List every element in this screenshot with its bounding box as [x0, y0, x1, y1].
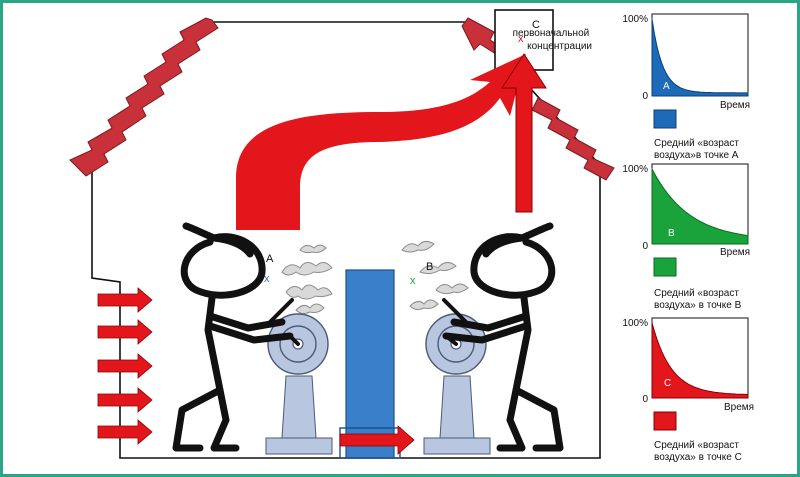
inlet-arrows — [97, 287, 153, 445]
inlet-arrow — [97, 419, 153, 445]
chart-b-y-bottom: 0 — [642, 241, 648, 252]
floor-arrow — [339, 425, 415, 455]
chart-b-curve — [651, 168, 749, 245]
chart-b-y-top: 100% — [622, 164, 648, 175]
smoke-cloud-left — [281, 244, 333, 315]
y-axis-title-line1: первоначальной — [513, 28, 590, 39]
point-a-marker: x — [264, 273, 270, 285]
chart-b-x-label: Время — [720, 247, 750, 258]
inlet-arrow — [97, 287, 153, 313]
point-c-label: C — [532, 19, 540, 31]
chart-c-caption-line1: Средний «возраст — [654, 440, 739, 451]
inlet-arrow — [97, 387, 153, 413]
chart-b-legend-swatch — [653, 257, 677, 277]
y-axis-title-line2: концентрации — [527, 41, 592, 52]
smoke-cloud-right — [401, 240, 469, 311]
chart-b-caption-line2: воздуха» в точке B — [654, 300, 742, 311]
point-b-label: B — [426, 261, 433, 273]
point-c-marker: x — [518, 33, 524, 45]
chart-c-curve-label: C — [664, 378, 671, 389]
airflow-curved-arrow — [236, 54, 526, 230]
chart-a-y-top: 100% — [622, 14, 648, 25]
chart-c-curve — [651, 322, 749, 399]
roof-tiles-left — [69, 17, 219, 177]
chart-b-curve-label: B — [668, 228, 675, 239]
chart-c-caption: Средний «возраст воздуха» в точке C — [654, 440, 742, 463]
chart-c-x-label: Время — [724, 402, 754, 413]
chart-c-caption-line2: воздуха» в точке C — [654, 452, 742, 463]
point-a-label: A — [266, 253, 274, 265]
roof-tiles-right — [461, 17, 615, 181]
chart-a-y-bottom: 0 — [642, 91, 648, 102]
grinder-right — [423, 313, 491, 455]
chart-b-caption: Средний «возраст воздуха» в точке B — [654, 288, 742, 311]
exhaust-arrow — [501, 53, 547, 213]
grinder-left — [265, 313, 333, 455]
worker-right — [442, 222, 564, 452]
chart-a-legend-swatch — [653, 109, 677, 129]
y-axis-title: первоначальной концентрации — [513, 28, 592, 52]
air-supply-column — [345, 269, 395, 459]
chart-b-caption-line1: Средний «возраст — [654, 288, 739, 299]
chart-a: 100% 0 Время A Средний «возраст воздуха»… — [622, 13, 750, 161]
chart-a-curve-label: A — [663, 81, 670, 92]
chart-a-caption: Средний «возраст воздуха»в точке A — [654, 138, 742, 161]
chart-a-x-label: Время — [720, 100, 750, 111]
chart-c: 100% 0 Время C Средний «возраст воздуха»… — [622, 317, 754, 463]
chart-a-caption-line2: воздуха»в точке A — [654, 150, 739, 161]
chart-c-y-top: 100% — [622, 318, 648, 329]
chart-c-legend-swatch — [653, 411, 677, 431]
inlet-arrow — [97, 353, 153, 379]
chart-a-caption-line1: Средний «возраст — [654, 138, 739, 149]
chart-b: 100% 0 Время B Средний «возраст воздуха»… — [622, 163, 750, 311]
chart-c-y-bottom: 0 — [642, 394, 648, 405]
chart-a-curve — [651, 18, 749, 97]
worker-left — [172, 222, 300, 452]
point-b-marker: x — [410, 275, 416, 287]
inlet-arrow — [97, 319, 153, 345]
